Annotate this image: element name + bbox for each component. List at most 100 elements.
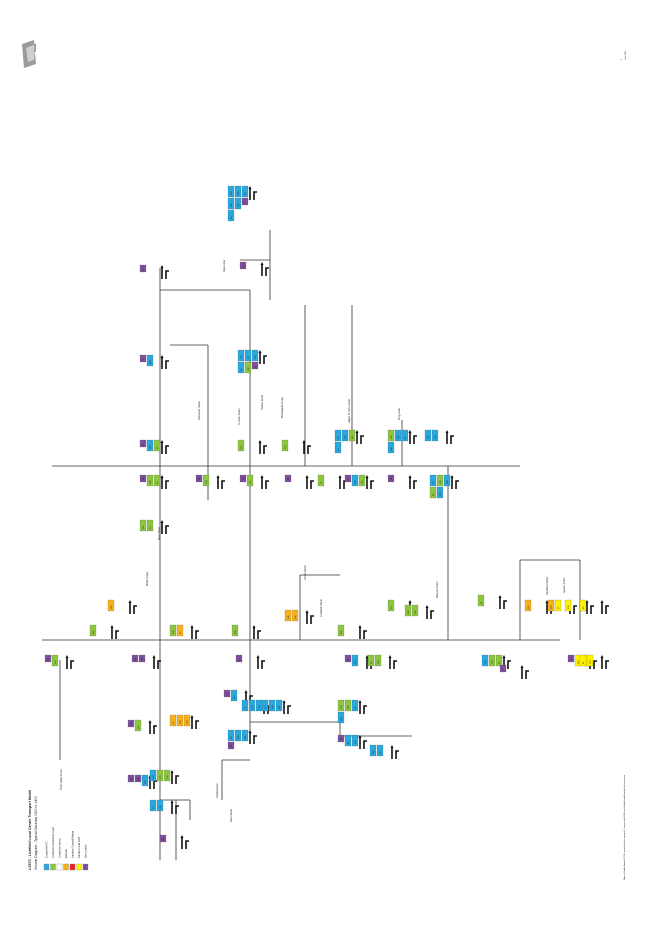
legend-label: Site Location [85, 844, 88, 858]
flow-box [334, 441, 342, 454]
flow-value: 275 [241, 355, 243, 359]
flow-box [176, 624, 184, 637]
flow-value: 165 [238, 735, 240, 739]
flow-value: 340 [206, 480, 208, 484]
flow-box [275, 699, 283, 712]
flow-box [51, 654, 59, 667]
junction-16: 75 [317, 474, 347, 489]
flow-value: 45 [583, 661, 585, 664]
site-marker-number: 9 [347, 659, 350, 661]
turn-arrow-icon [260, 475, 269, 489]
street-label-road-k: Beacon Street [435, 581, 439, 598]
flow-box [334, 429, 342, 442]
flow-box [134, 719, 142, 732]
flow-value: 230 [173, 630, 175, 634]
flow-value: 145 [288, 615, 290, 619]
flow-value: 265 [341, 630, 343, 634]
flow-value: 215 [373, 750, 375, 754]
flow-box [586, 654, 594, 667]
flow-box [244, 349, 252, 362]
turn-arrow-icon [258, 350, 267, 364]
site-marker-number: 15 [287, 477, 290, 480]
legend-swatch [82, 863, 89, 871]
site-marker [337, 734, 345, 743]
site-marker-number: 3 [242, 266, 245, 268]
junction-36: 130 [564, 599, 594, 614]
junction-26: 305 [231, 624, 261, 639]
flow-value: 80 [348, 741, 350, 744]
flow-box [429, 474, 437, 487]
turn-arrow-icon [600, 655, 609, 669]
flow-value: 355 [145, 780, 147, 784]
junction-8: 120 [281, 439, 311, 454]
junction-55: 23 [159, 834, 189, 849]
flow-value: 40 [433, 481, 435, 484]
site-marker-number: 2 [142, 269, 145, 271]
street-label-road-l: Station Road [260, 394, 264, 410]
junction-40: 8 [235, 654, 265, 669]
flow-box [89, 624, 97, 637]
flow-value: 170 [55, 660, 57, 664]
site-marker-number: 20 [137, 777, 140, 780]
legend-swatch [76, 863, 82, 871]
flow-value: 410 [528, 605, 530, 609]
flow-value: 375 [590, 660, 592, 664]
junction-2: 2 [139, 264, 169, 279]
diagram-subtitle: Volume Diagram - Typical Saturday 1300 t… [34, 796, 38, 870]
flow-value: 295 [150, 480, 152, 484]
turn-arrow-icon [302, 440, 311, 454]
flow-box [291, 609, 299, 622]
flow-value: 310 [352, 435, 354, 439]
junction-22: 110 [89, 624, 119, 639]
flow-value: 135 [355, 740, 357, 744]
flow-value: 35 [405, 436, 407, 439]
flow-value: 250 [187, 720, 189, 724]
flow-box [344, 699, 352, 712]
site-marker [387, 474, 395, 483]
flow-value: 185 [231, 191, 233, 195]
site-marker-number: 11 [226, 692, 229, 695]
street-label-road-q: Dam Street [229, 809, 233, 822]
flow-box [163, 769, 171, 782]
junction-33: 1 [499, 664, 529, 679]
flow-value: 25 [153, 806, 155, 809]
turn-arrow-icon [170, 800, 179, 814]
flow-value: 180 [272, 705, 274, 709]
turn-arrow-icon [252, 625, 261, 639]
street-label-road-p: Netherstowe [215, 783, 219, 798]
junction-3: 3 [239, 261, 269, 276]
flow-value: 320 [238, 203, 240, 207]
flow-value: 285 [245, 735, 247, 739]
flow-value: 115 [250, 480, 252, 484]
turn-arrow-icon [248, 186, 257, 200]
flow-value: 375 [241, 445, 243, 449]
flow-box [268, 699, 276, 712]
junction-37: 85 [579, 599, 609, 614]
flow-box [246, 474, 254, 487]
flow-value: 25 [180, 631, 182, 634]
flow-box [281, 439, 289, 452]
legend-swatch [69, 863, 76, 871]
site-marker-number: 13 [198, 477, 201, 480]
turn-arrow-icon [160, 355, 169, 369]
site-marker [567, 654, 575, 663]
flow-value: 60 [355, 706, 357, 709]
flow-box [351, 699, 359, 712]
legend-swatch [50, 863, 56, 871]
flow-box [149, 769, 157, 782]
flow-box [241, 185, 249, 198]
turn-arrow-icon [305, 475, 314, 489]
flow-value: 320 [492, 660, 494, 664]
site-marker-number: 6 [142, 444, 145, 446]
flow-box [348, 429, 356, 442]
